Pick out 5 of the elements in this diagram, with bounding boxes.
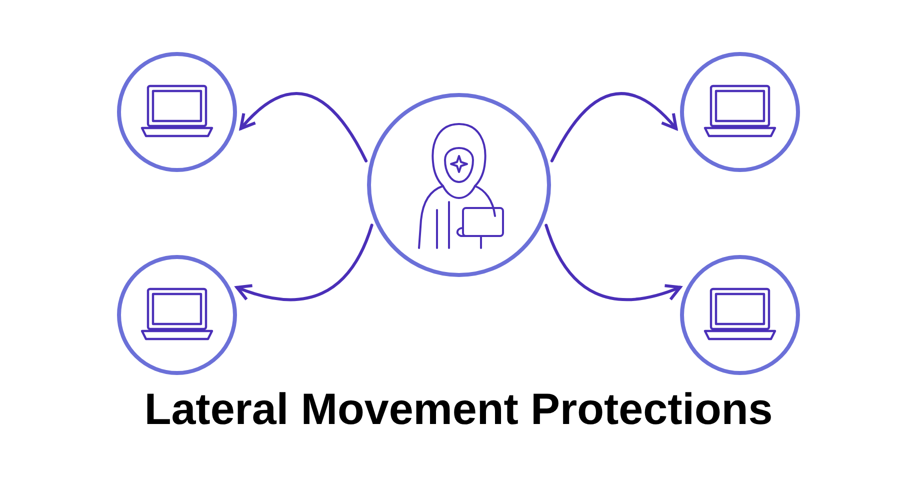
curved-arrow [235,224,374,301]
title: Lateral Movement Protections [144,384,773,436]
curved-arrow [239,92,368,162]
curved-arrow [550,92,678,162]
curved-arrow [544,224,682,301]
